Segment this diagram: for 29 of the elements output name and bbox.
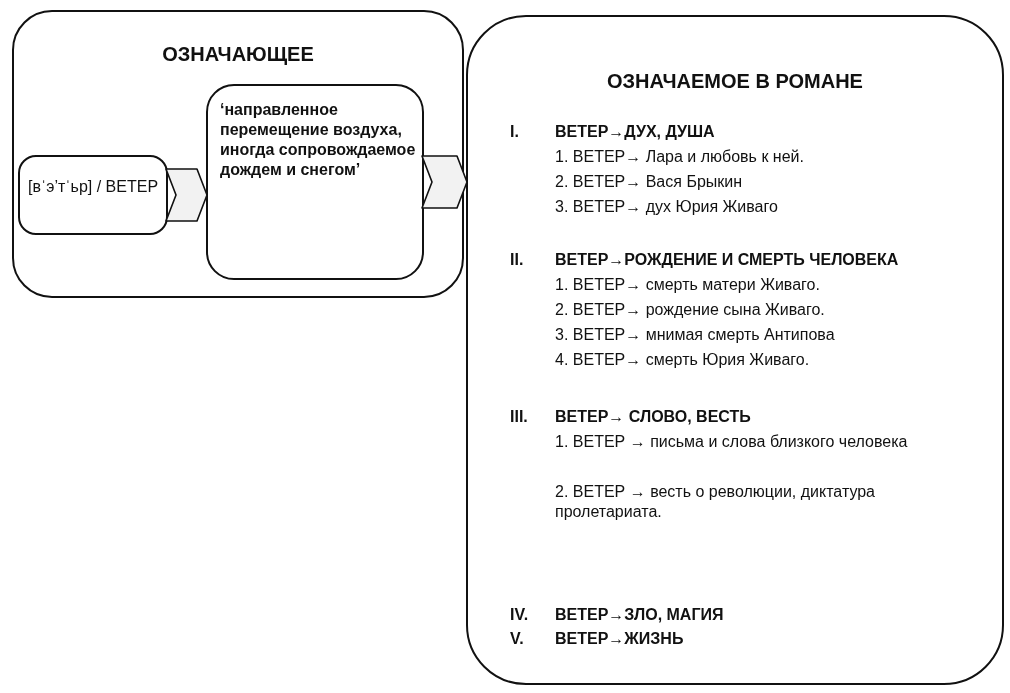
list-item: 1. ВЕТЕР→ Лара и любовь к ней. [555,147,805,167]
rounded-box [466,15,1004,685]
category-heading: ВЕТЕР→ СЛОВО, ВЕСТЬ [555,407,752,427]
category-heading: ВЕТЕР→ЖИЗНЬ [555,629,685,649]
rounded-box [206,84,424,280]
rounded-box [18,155,168,235]
list-numeral: II. [510,250,525,270]
chevron-arrow [165,168,208,222]
list-numeral: I. [510,122,520,142]
list-item: 2. ВЕТЕР → весть о революции, диктатура пролетариата. [555,482,876,522]
list-item: 3. ВЕТЕР→ мнимая смерть Антипова [555,325,836,345]
category-heading: ВЕТЕР→ДУХ, ДУША [555,122,716,142]
list-item: 2. ВЕТЕР→ рождение сына Живаго. [555,300,826,320]
list-item: 3. ВЕТЕР→ дух Юрия Живаго [555,197,779,217]
list-item: 1. ВЕТЕР→ смерть матери Живаго. [555,275,821,295]
category-heading: ВЕТЕР→ЗЛО, МАГИЯ [555,605,725,625]
list-numeral: IV. [510,605,530,625]
transcription-text: [вˈэ’тˈьр] / ВЕТЕР [26,177,160,197]
rounded-box [12,10,464,298]
box-heading: ОЗНАЧАЮЩЕЕ [161,42,315,67]
list-item: 1. ВЕТЕР → письма и слова близкого человека [555,432,909,452]
box-heading: ОЗНАЧАЕМОЕ В РОМАНЕ [606,69,864,94]
chevron-arrow [421,155,468,209]
definition-text: ‘направленное перемещение воздуха, иногда сопровождаемое дождем и снегом’ [220,100,416,180]
list-numeral: III. [510,407,529,427]
list-numeral: V. [510,629,525,649]
category-heading: ВЕТЕР→РОЖДЕНИЕ И СМЕРТЬ ЧЕЛОВЕКА [555,250,900,270]
list-item: 2. ВЕТЕР→ Вася Брыкин [555,172,744,192]
list-item: 4. ВЕТЕР→ смерть Юрия Живаго. [555,350,811,370]
